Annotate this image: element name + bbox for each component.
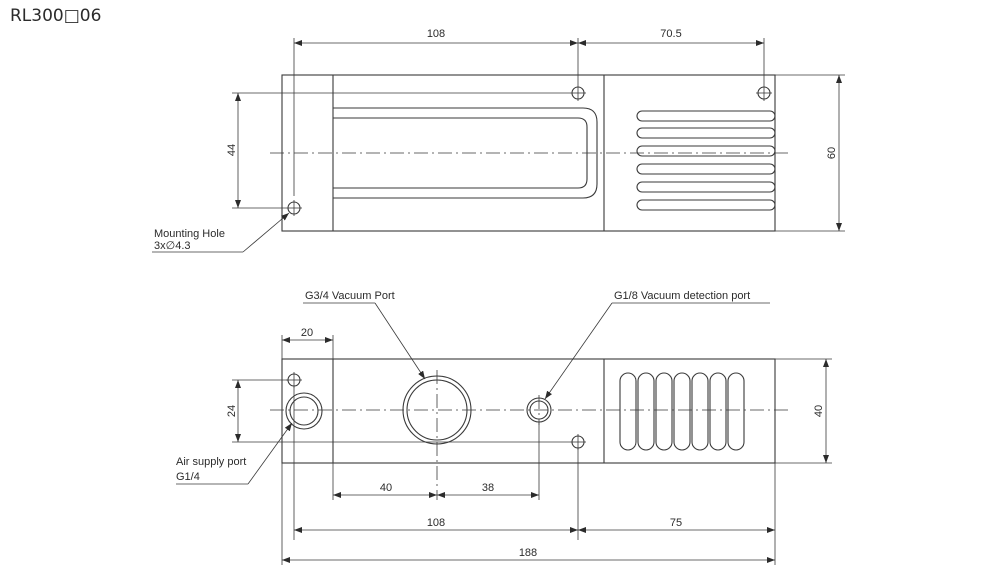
dim-44-label: 44 (226, 144, 238, 156)
air-supply-port (285, 392, 323, 430)
vent-slot (636, 145, 776, 157)
vacuum-port (402, 375, 472, 445)
front-mounting-holes (286, 372, 586, 450)
dim-40-height-label: 40 (813, 405, 825, 417)
dim-38-label: 38 (482, 482, 494, 494)
vent-slot (636, 163, 776, 175)
dim-60-label: 60 (826, 147, 838, 159)
dim-188-label: 188 (519, 547, 537, 559)
drawing-title: RL300□06 (10, 6, 102, 26)
air-supply-label: Air supply port (176, 456, 246, 468)
vent-slot (636, 199, 776, 211)
dim-75-label: 75 (670, 517, 682, 529)
dim-108-front-label: 108 (427, 517, 445, 529)
top-mounting-holes (286, 85, 772, 216)
mounting-hole-label: Mounting Hole (154, 228, 225, 240)
dim-40-label: 40 (380, 482, 392, 494)
front-body-outline (281, 358, 776, 464)
front-view: 20 24 40 40 38 108 75 188 G3/4 Vacuum (176, 290, 832, 565)
air-supply-spec: G1/4 (176, 471, 200, 483)
front-vent-slots (619, 372, 745, 451)
vacuum-port-label: G3/4 Vacuum Port (305, 290, 395, 302)
dim-108-top-label: 108 (427, 28, 445, 40)
mounting-hole-spec: 3x∅4.3 (154, 240, 191, 252)
vent-slot (636, 127, 776, 139)
vent-slot (636, 181, 776, 193)
top-vent-slots (636, 110, 776, 211)
dim-24-label: 24 (226, 405, 238, 417)
top-slot-outer (333, 107, 598, 199)
detection-port-label: G1/8 Vacuum detection port (614, 290, 750, 302)
dim-20-label: 20 (301, 327, 313, 339)
top-view: 108 70.5 44 60 Mounting Hole 3x∅4.3 (152, 28, 845, 253)
vent-slot (636, 110, 776, 122)
dim-70-5-label: 70.5 (660, 28, 681, 40)
